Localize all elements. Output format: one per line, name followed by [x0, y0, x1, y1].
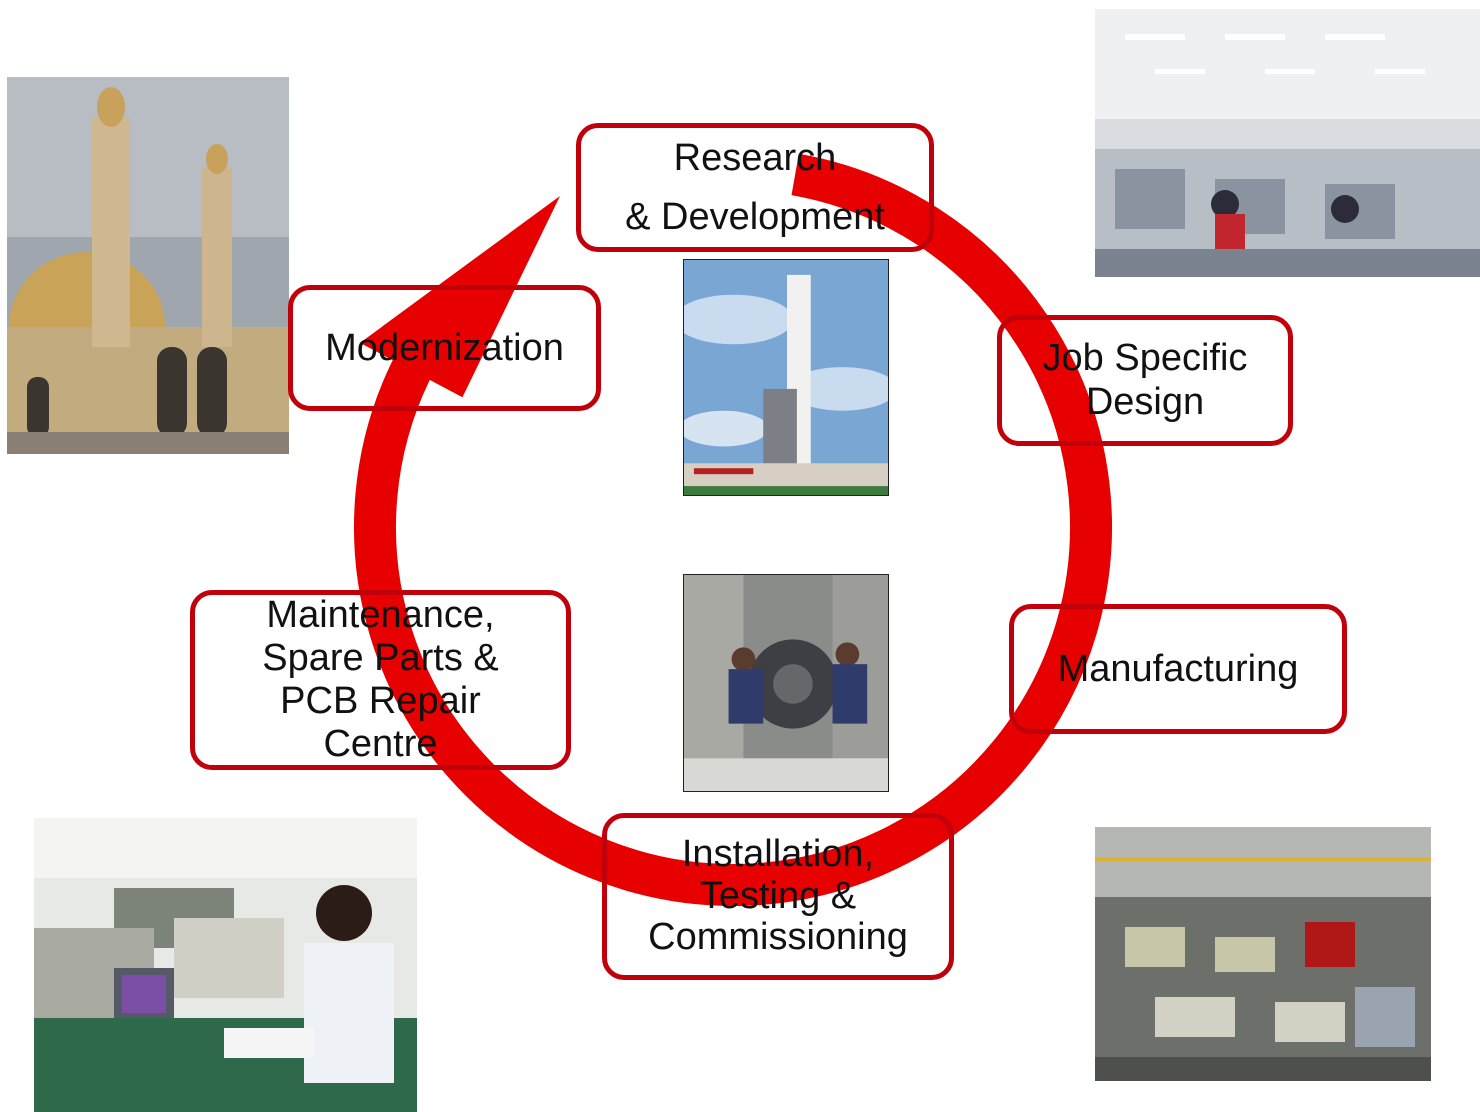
stage-modernization: Modernization	[288, 285, 601, 411]
stage-job-specific-design: Job Specific Design	[997, 315, 1293, 446]
pcb-repair-photo	[34, 818, 417, 1112]
mosque-photo	[7, 77, 289, 454]
factory-floor-photo	[1095, 827, 1431, 1081]
stage-maintenance-spare-parts-pcb: Maintenance, Spare Parts & PCB Repair Ce…	[190, 590, 571, 770]
stage-research-development: Research & Development	[576, 123, 934, 252]
design-office-photo	[1095, 9, 1480, 277]
stage-installation-testing-commissioning: Installation, Testing & Commissioning	[602, 813, 954, 980]
test-tower-photo	[683, 259, 889, 496]
machine-room-photo	[683, 574, 889, 792]
stage-manufacturing: Manufacturing	[1009, 604, 1347, 734]
